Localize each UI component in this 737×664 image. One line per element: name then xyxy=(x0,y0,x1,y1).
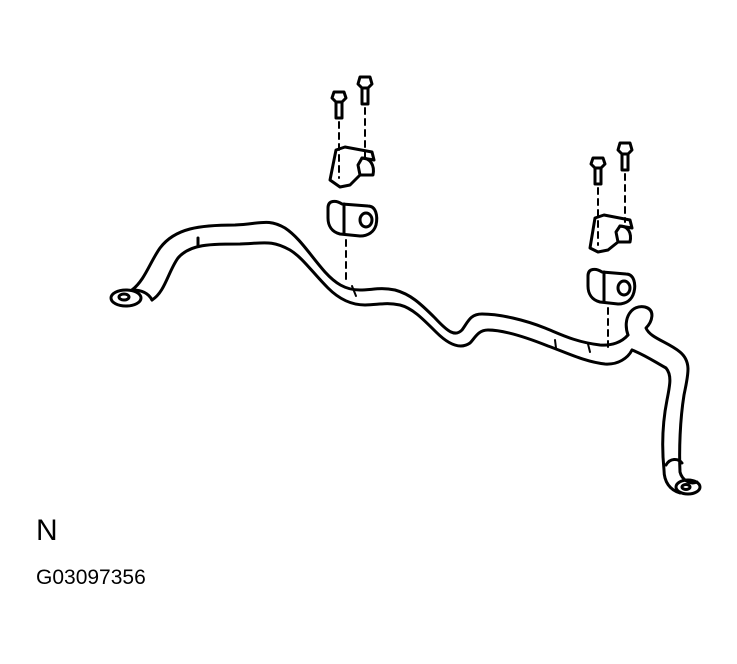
stabilizer-bar xyxy=(109,220,702,496)
left-mount xyxy=(326,75,379,297)
left-bolt-1 xyxy=(330,90,348,120)
right-bolt-1 xyxy=(589,156,607,186)
figure-code: G03097356 xyxy=(36,566,146,589)
orientation-label: N xyxy=(36,514,58,547)
right-bushing xyxy=(586,267,637,306)
right-bolt-2 xyxy=(616,141,634,172)
right-bracket xyxy=(588,213,634,254)
right-mount xyxy=(554,141,637,353)
left-bolt-2 xyxy=(356,75,374,106)
left-bushing xyxy=(326,199,379,238)
left-bracket xyxy=(328,145,376,189)
